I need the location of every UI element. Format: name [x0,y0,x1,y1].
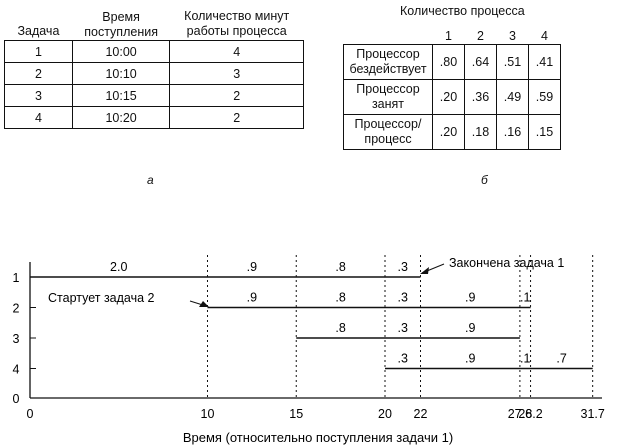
cell-value: .16 [496,114,529,150]
cell-value: .59 [528,79,561,115]
cell-value: .51 [496,44,529,80]
segment-label: 2.0 [110,260,127,274]
caption-a: а [147,173,154,187]
cell-value: .49 [496,79,529,115]
y-tick-label: 1 [13,271,20,285]
cell-job: 1 [4,40,73,63]
segment-label: .9 [465,352,475,366]
cell-value: .64 [464,44,497,80]
row-label-per-process: Процессор/ процесс [343,114,433,150]
cell-arrival: 10:20 [71,106,171,129]
header-col-2: 2 [477,29,484,43]
table-row: 2 10:10 3 [4,62,304,85]
cell-minutes: 3 [169,62,304,85]
y-tick-label: 3 [13,332,20,346]
utilization-title: Количество процесса [400,4,525,18]
finished-arrowhead [420,267,429,274]
segment-label: .8 [335,321,345,335]
utilization-table: 1 2 3 4 Процессор бездействует .80 .64 .… [343,28,561,150]
cell-job: 3 [4,84,73,107]
table-row: 1 10:00 4 [4,40,304,63]
segment-label: .3 [398,260,408,274]
y-tick-label: 2 [13,302,20,316]
x-axis-label: Время (относительно поступления задачи 1… [183,430,453,445]
table-row: Процессор занят .20 .36 .49 .59 [343,79,561,115]
cell-value: .20 [432,114,465,150]
segment-label: .9 [247,260,257,274]
segment-label: .9 [465,321,475,335]
cell-arrival: 10:00 [71,40,171,63]
cell-arrival: 10:10 [71,62,171,85]
segment-label: .3 [398,321,408,335]
y-tick-label: 4 [13,363,20,377]
header-arrival: Время поступления [84,10,158,39]
cell-value: .18 [464,114,497,150]
cell-value: .15 [528,114,561,150]
header-col-4: 4 [541,29,548,43]
x-tick-label: 27.6 [508,407,532,421]
caption-b: б [481,173,488,187]
x-tick-label: 15 [289,407,303,421]
started-arrowhead [199,301,209,307]
table-row: Процессор бездействует .80 .64 .51 .41 [343,44,561,80]
table-row: Процессор/ процесс .20 .18 .16 .15 [343,114,561,150]
cell-arrival: 10:15 [71,84,171,107]
x-tick-label: 10 [201,407,215,421]
cell-minutes: 4 [169,40,304,63]
finished-arrow-line [421,263,445,274]
header-col-1: 1 [445,29,452,43]
cell-value: .36 [464,79,497,115]
segment-label: .9 [247,291,257,305]
x-tick-label: 0 [27,407,34,421]
x-tick-label: 28.2 [518,407,542,421]
cell-minutes: 2 [169,84,304,107]
segment-label: .1 [520,352,530,366]
job2-started-label: Стартует задача 2 [48,291,155,305]
header-empty [344,28,433,45]
x-tick-label: 20 [378,407,392,421]
cell-value: .41 [528,44,561,80]
cell-value: .20 [432,79,465,115]
job1-finished-label: Закончена задача 1 [449,256,564,270]
cell-minutes: 2 [169,106,304,129]
started-arrow-line [189,300,207,307]
header-job: Задача [17,24,60,38]
segment-label: .3 [398,291,408,305]
x-tick-label: 22 [414,407,428,421]
x-tick-label: 31.7 [581,407,605,421]
segment-label: .7 [556,352,566,366]
header-col-3: 3 [509,29,516,43]
row-label-idle: Процессор бездействует [343,44,433,80]
arrival-table: Задача Время поступления Количество мину… [4,8,304,129]
segment-label: .8 [335,260,345,274]
segment-label: .1 [520,291,530,305]
cell-job: 2 [4,62,73,85]
cell-job: 4 [4,106,73,129]
cell-value: .80 [432,44,465,80]
row-label-busy: Процессор занят [343,79,433,115]
header-cpu-minutes: Количество минут работы процесса [184,9,290,38]
table-row: 3 10:15 2 [4,84,304,107]
y-tick-label: 0 [13,392,20,406]
segment-label: .8 [335,291,345,305]
segment-label: .9 [465,291,475,305]
segment-label: .3 [398,352,408,366]
table-row: 4 10:20 2 [4,106,304,129]
